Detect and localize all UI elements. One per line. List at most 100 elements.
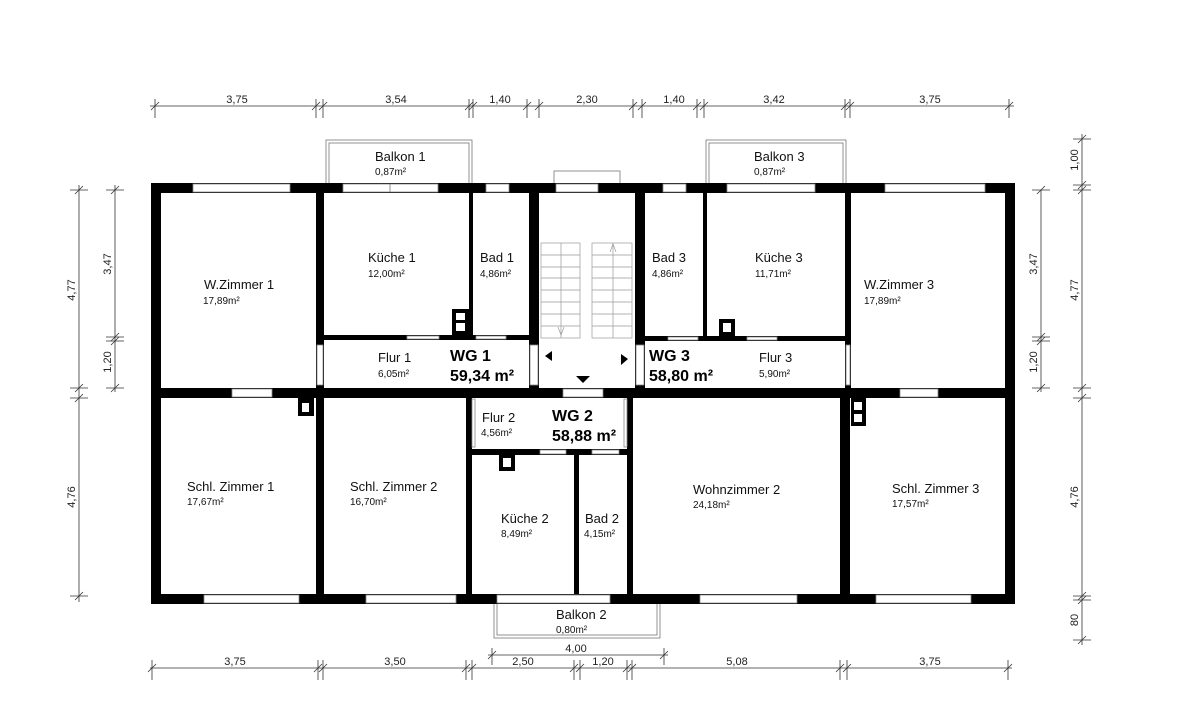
unit-labels: WG 1 59,34 m² WG 3 58,80 m² WG 2 58,88 m…	[450, 348, 713, 445]
dimension-tick	[74, 383, 84, 393]
room-area: 17,89m²	[203, 296, 240, 307]
room-area: 0,80m²	[556, 625, 588, 636]
dimension-tick	[534, 101, 544, 111]
dimension-label: 1,00	[1069, 149, 1081, 170]
dimension-tick	[622, 663, 632, 673]
dimension-label: 2,50	[512, 656, 533, 668]
dimension-label: 3,47	[102, 253, 114, 274]
dimension-label: 1,40	[489, 94, 510, 106]
dimension-tick	[1036, 383, 1046, 393]
dimension-tick	[1077, 185, 1087, 195]
room-name: Bad 3	[652, 250, 686, 265]
dimension-tick	[1036, 336, 1046, 346]
room-area: 17,89m²	[864, 296, 901, 307]
dimension-tick	[699, 101, 709, 111]
unit-area: 58,88 m²	[552, 428, 616, 445]
dimension-tick	[74, 591, 84, 601]
dimension-tick	[1077, 383, 1087, 393]
room-name: Schl. Zimmer 2	[350, 479, 437, 494]
dimension-tick	[318, 663, 328, 673]
dimension-label: 1,20	[102, 351, 114, 372]
room-name: Flur 1	[378, 350, 411, 365]
dimension-tick	[74, 185, 84, 195]
dimension-label: 4,76	[1069, 486, 1081, 507]
room-area: 17,67m²	[187, 497, 224, 508]
dimension-tick	[110, 185, 120, 195]
room-name: Bad 1	[480, 250, 514, 265]
dimension-tick	[835, 663, 845, 673]
dimension-label: 3,47	[1028, 253, 1040, 274]
room-name: W.Zimmer 1	[204, 277, 274, 292]
dimension-tick	[628, 101, 638, 111]
dimension-label: 3,75	[919, 94, 940, 106]
dimension-label: 1,20	[592, 656, 613, 668]
room-area: 0,87m²	[375, 167, 407, 178]
room-name: Wohnzimmer 2	[693, 482, 780, 497]
room-area: 5,90m²	[759, 369, 791, 380]
dimension-tick	[461, 663, 471, 673]
dimension-label: 4,77	[66, 279, 78, 300]
dimension-tick	[318, 101, 328, 111]
dimension-tick	[464, 101, 474, 111]
dimension-tick	[1077, 393, 1087, 403]
dimension-label: 4,76	[66, 486, 78, 507]
dimension-tick	[311, 101, 321, 111]
room-area: 4,86m²	[652, 269, 684, 280]
room-name: Flur 2	[482, 410, 515, 425]
dimension-tick	[150, 101, 160, 111]
dimension-lines	[70, 99, 1091, 680]
dimension-tick	[637, 101, 647, 111]
unit-name: WG 2	[552, 408, 593, 425]
room-name: Küche 2	[501, 511, 549, 526]
dimension-tick	[569, 663, 579, 673]
chimney-icons	[298, 309, 866, 471]
dimension-tick	[1077, 180, 1087, 190]
dimension-tick	[313, 663, 323, 673]
dimension-label: 4,77	[1069, 279, 1081, 300]
dimension-tick	[1077, 134, 1087, 144]
room-area: 12,00m²	[368, 269, 405, 280]
unit-area: 59,34 m²	[450, 368, 514, 385]
room-area: 4,15m²	[584, 529, 616, 540]
room-name: Balkon 1	[375, 149, 426, 164]
room-name: Balkon 2	[556, 607, 607, 622]
dimension-label: 3,50	[384, 656, 405, 668]
dimension-label: 4,00	[565, 643, 586, 655]
dimension-label: 3,75	[224, 656, 245, 668]
room-name: Balkon 3	[754, 149, 805, 164]
dimension-tick	[1077, 595, 1087, 605]
room-name: W.Zimmer 3	[864, 277, 934, 292]
room-labels: W.Zimmer 1 17,89m² Küche 1 12,00m² Bad 1…	[187, 149, 979, 636]
dimension-tick	[110, 336, 120, 346]
room-area: 11,71m²	[755, 269, 792, 280]
dimension-tick	[74, 393, 84, 403]
dimension-label: 3,54	[385, 94, 406, 106]
dimension-labels: 3,75 3,54 1,40 2,30 1,40 3,42 3,75 3,75 …	[66, 94, 1081, 668]
room-name: Flur 3	[759, 350, 792, 365]
dimension-label: 1,20	[1028, 351, 1040, 372]
dimension-tick	[1077, 635, 1087, 645]
dimension-tick	[487, 650, 497, 660]
dimension-tick	[627, 663, 637, 673]
room-name: Küche 1	[368, 250, 416, 265]
room-area: 4,56m²	[481, 428, 513, 439]
dimension-label: 5,08	[726, 656, 747, 668]
dimension-tick	[110, 332, 120, 342]
dimension-tick	[1077, 591, 1087, 601]
unit-area: 58,80 m²	[649, 368, 713, 385]
dimension-tick	[147, 663, 157, 673]
dimension-tick	[840, 101, 850, 111]
dimension-tick	[845, 101, 855, 111]
unit-name: WG 1	[450, 348, 491, 365]
room-name: Schl. Zimmer 3	[892, 481, 979, 496]
dimension-tick	[522, 101, 532, 111]
dimension-tick	[842, 663, 852, 673]
dimension-label: 1,40	[663, 94, 684, 106]
dimension-tick	[659, 650, 669, 660]
room-name: Küche 3	[755, 250, 803, 265]
room-name: Bad 2	[585, 511, 619, 526]
room-area: 4,86m²	[480, 269, 512, 280]
room-area: 0,87m²	[754, 167, 786, 178]
arrow-down-icon	[576, 376, 590, 383]
